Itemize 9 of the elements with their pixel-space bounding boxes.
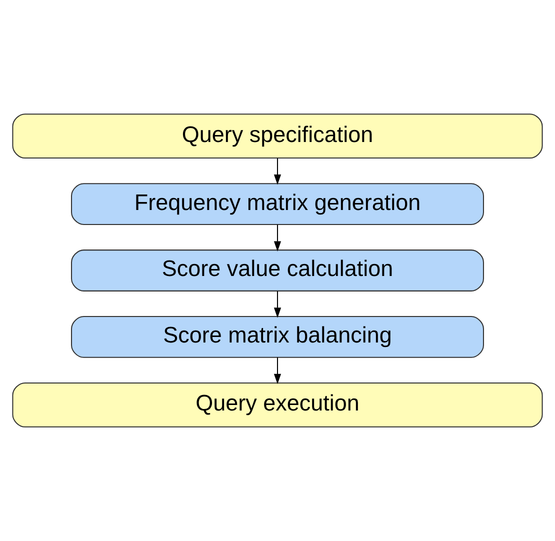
arrow (274, 357, 282, 384)
node-box: Score matrix balancing (71, 316, 484, 358)
node-box: Score value calculation (71, 250, 484, 292)
arrow (274, 291, 282, 318)
arrow (274, 158, 282, 185)
node-box: Frequency matrix generation (71, 183, 484, 225)
arrow (274, 224, 282, 252)
node-box: Query execution (12, 382, 543, 428)
node-box: Query specification (12, 114, 543, 159)
